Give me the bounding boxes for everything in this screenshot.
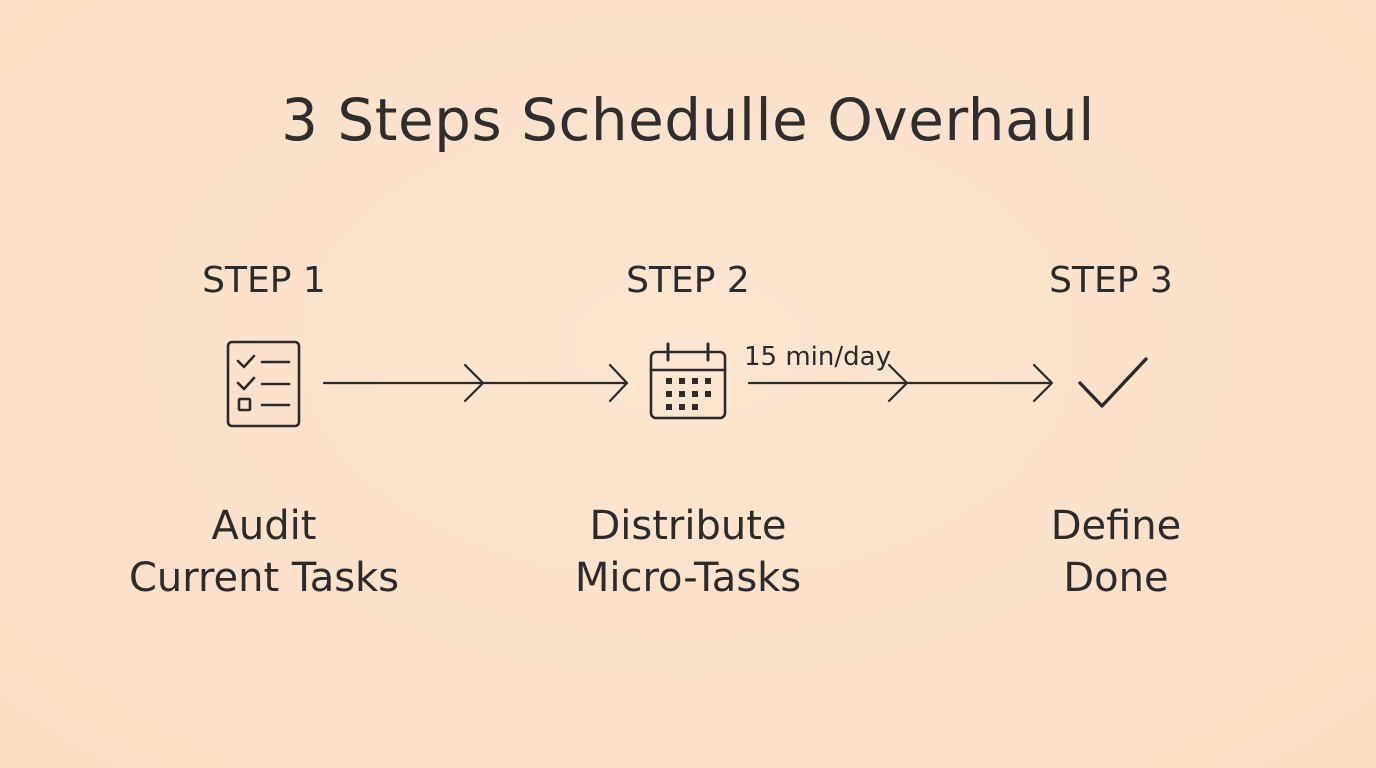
checklist-icon [226,340,301,428]
step-3-label: STEP 3 [1049,260,1173,301]
step-3-description-line-2: Done [1063,555,1169,601]
step-3-description-line-1: Define [1050,503,1182,549]
step-1-label: STEP 1 [202,260,326,301]
step-1-description-line-1: Audit [211,503,317,549]
step-3-description: Define Done [926,500,1306,604]
checkmark-icon [1078,357,1148,408]
calendar-icon [649,342,727,420]
arrow-step1-to-step2 [322,363,629,403]
step-2-description-line-2: Micro-Tasks [574,555,802,601]
step-2-description: Distribute Micro-Tasks [498,500,878,604]
connector-duration-label: 15 min/day [744,342,891,372]
step-2-description-line-1: Distribute [589,503,787,549]
page-title: 3 Steps Schedulle Overhaul [281,86,1095,154]
step-2-label: STEP 2 [626,260,750,301]
step-1-description: Audit Current Tasks [74,500,454,604]
arrow-step2-to-step3 [747,363,1054,403]
step-1-description-line-2: Current Tasks [128,555,400,601]
